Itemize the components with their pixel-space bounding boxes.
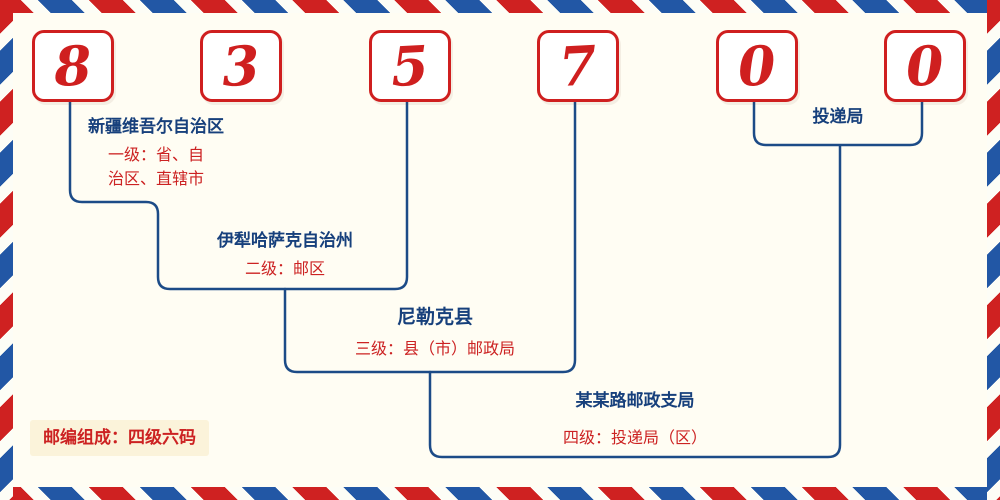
level3-label-block: 尼勒克县 三级：县（市）邮政局 [328,306,542,361]
delivery-office-label-block: 投递局 [778,106,898,129]
delivery-office-name: 投递局 [812,107,864,127]
digit-3: 5 [389,33,431,99]
airmail-stripe-left [0,0,13,500]
airmail-stripe-bottom [0,487,1000,500]
level1-label-block: 新疆维吾尔自治区 一级：省、自 治区、直辖市 [58,116,254,191]
airmail-stripe-top [0,0,1000,13]
level4-description: 四级：投递局（区） [562,428,707,447]
level2-description: 二级：邮区 [244,259,325,278]
postal-code-composition-note: 邮编组成：四级六码 [30,420,209,456]
level1-description: 一级：省、自 治区、直辖市 [107,145,204,188]
digit-box-1: 8 [32,30,114,102]
level2-region-name: 伊犁哈萨克自治州 [217,231,353,251]
level1-region-name: 新疆维吾尔自治区 [88,117,224,137]
level2-label-block: 伊犁哈萨克自治州 二级：邮区 [183,230,387,281]
level3-description: 三级：县（市）邮政局 [354,339,515,358]
digit-2: 3 [220,33,262,99]
digit-5: 0 [736,33,778,99]
digit-1: 8 [52,33,94,99]
digit-box-3: 5 [369,30,451,102]
level4-office-name: 某某路邮政支局 [575,391,695,411]
airmail-stripe-right [987,0,1000,500]
level4-label-block: 某某路邮政支局 四级：投递局（区） [518,390,752,450]
digit-box-2: 3 [200,30,282,102]
digit-4: 7 [557,33,599,99]
digit-6: 0 [904,33,946,99]
digit-box-4: 7 [537,30,619,102]
digit-box-5: 0 [716,30,798,102]
level3-region-name: 尼勒克县 [396,306,473,328]
digit-box-6: 0 [884,30,966,102]
